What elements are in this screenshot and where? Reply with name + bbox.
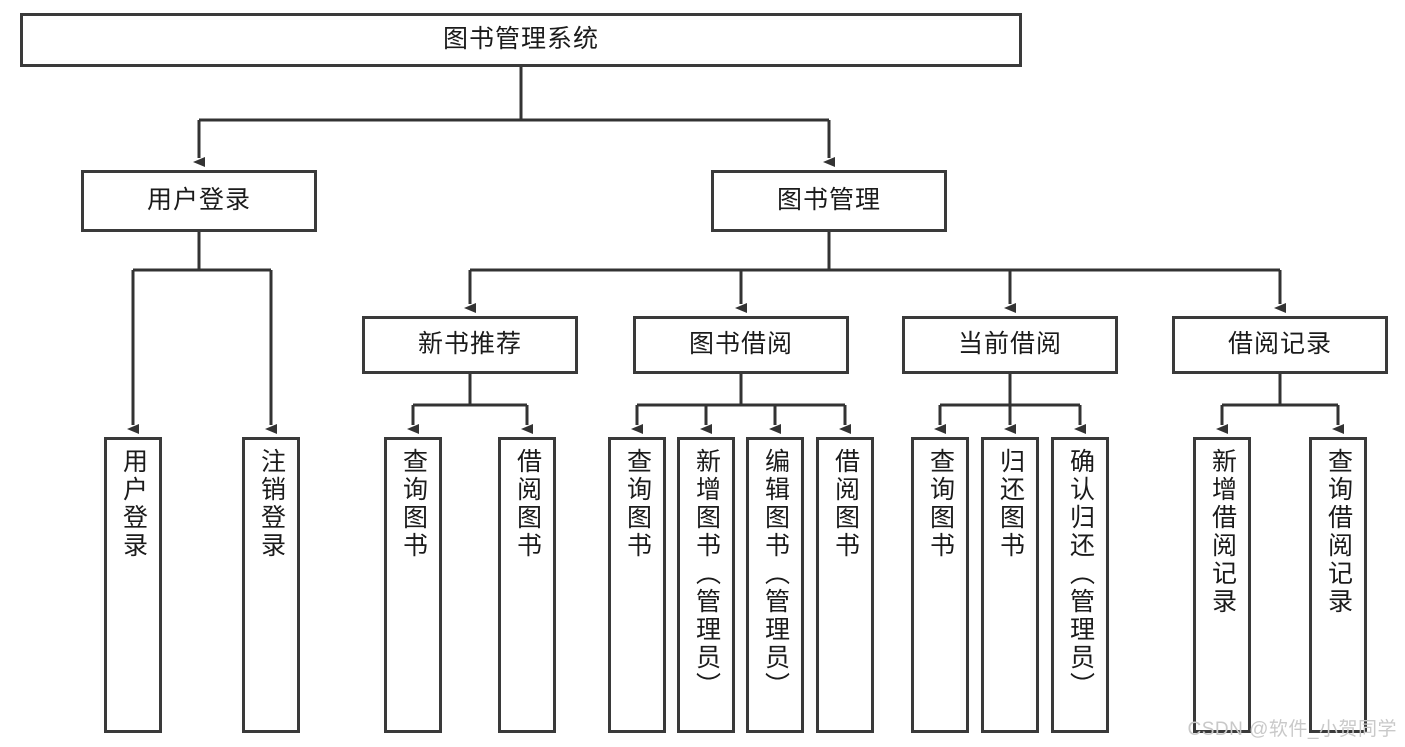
node-current-borrow-label: 当前借阅 [957, 330, 1062, 359]
node-leaf-query-book-3-label: 查询图书 [926, 448, 955, 560]
node-borrow-record[interactable]: 借阅记录 [1172, 316, 1388, 374]
node-leaf-logout-login[interactable]: 注销登录 [242, 437, 300, 733]
node-leaf-user-login[interactable]: 用户登录 [104, 437, 162, 733]
node-leaf-borrow-book-1-label: 借阅图书 [513, 448, 542, 560]
node-leaf-add-borrow-record[interactable]: 新增借阅记录 [1193, 437, 1251, 733]
node-root[interactable]: 图书管理系统 [20, 13, 1022, 67]
node-leaf-return-book[interactable]: 归还图书 [981, 437, 1039, 733]
node-new-book-recommend[interactable]: 新书推荐 [362, 316, 578, 374]
node-leaf-query-book-2[interactable]: 查询图书 [608, 437, 666, 733]
node-leaf-return-book-label: 归还图书 [996, 448, 1025, 560]
csdn-watermark: CSDN @软件_小贺同学 [1187, 719, 1397, 740]
node-leaf-user-login-label: 用户登录 [119, 448, 148, 560]
node-root-label: 图书管理系统 [442, 25, 599, 54]
node-leaf-query-book-1-label: 查询图书 [399, 448, 428, 560]
node-book-manage-label: 图书管理 [776, 186, 881, 215]
node-leaf-confirm-return[interactable]: 确认归还（管理员） [1051, 437, 1109, 733]
node-leaf-borrow-book-2-label: 借阅图书 [831, 448, 860, 560]
node-book-borrow-label: 图书借阅 [688, 330, 793, 359]
node-borrow-record-label: 借阅记录 [1227, 330, 1332, 359]
node-leaf-query-book-1[interactable]: 查询图书 [384, 437, 442, 733]
node-leaf-query-book-3[interactable]: 查询图书 [911, 437, 969, 733]
node-book-manage[interactable]: 图书管理 [711, 170, 947, 232]
node-leaf-edit-book-label: 编辑图书（管理员） [761, 448, 790, 700]
node-user-login-label: 用户登录 [146, 186, 251, 215]
node-leaf-add-book-label: 新增图书（管理员） [692, 448, 721, 700]
node-book-borrow[interactable]: 图书借阅 [633, 316, 849, 374]
node-leaf-add-borrow-record-label: 新增借阅记录 [1208, 448, 1237, 616]
node-leaf-query-borrow-record[interactable]: 查询借阅记录 [1309, 437, 1367, 733]
node-leaf-edit-book[interactable]: 编辑图书（管理员） [746, 437, 804, 733]
node-current-borrow[interactable]: 当前借阅 [902, 316, 1118, 374]
node-new-book-recommend-label: 新书推荐 [417, 330, 522, 359]
node-leaf-borrow-book-1[interactable]: 借阅图书 [498, 437, 556, 733]
node-user-login[interactable]: 用户登录 [81, 170, 317, 232]
node-leaf-add-book[interactable]: 新增图书（管理员） [677, 437, 735, 733]
node-leaf-query-book-2-label: 查询图书 [623, 448, 652, 560]
node-leaf-logout-login-label: 注销登录 [257, 448, 286, 560]
node-leaf-confirm-return-label: 确认归还（管理员） [1066, 448, 1095, 700]
node-leaf-borrow-book-2[interactable]: 借阅图书 [816, 437, 874, 733]
node-leaf-query-borrow-record-label: 查询借阅记录 [1324, 448, 1353, 616]
